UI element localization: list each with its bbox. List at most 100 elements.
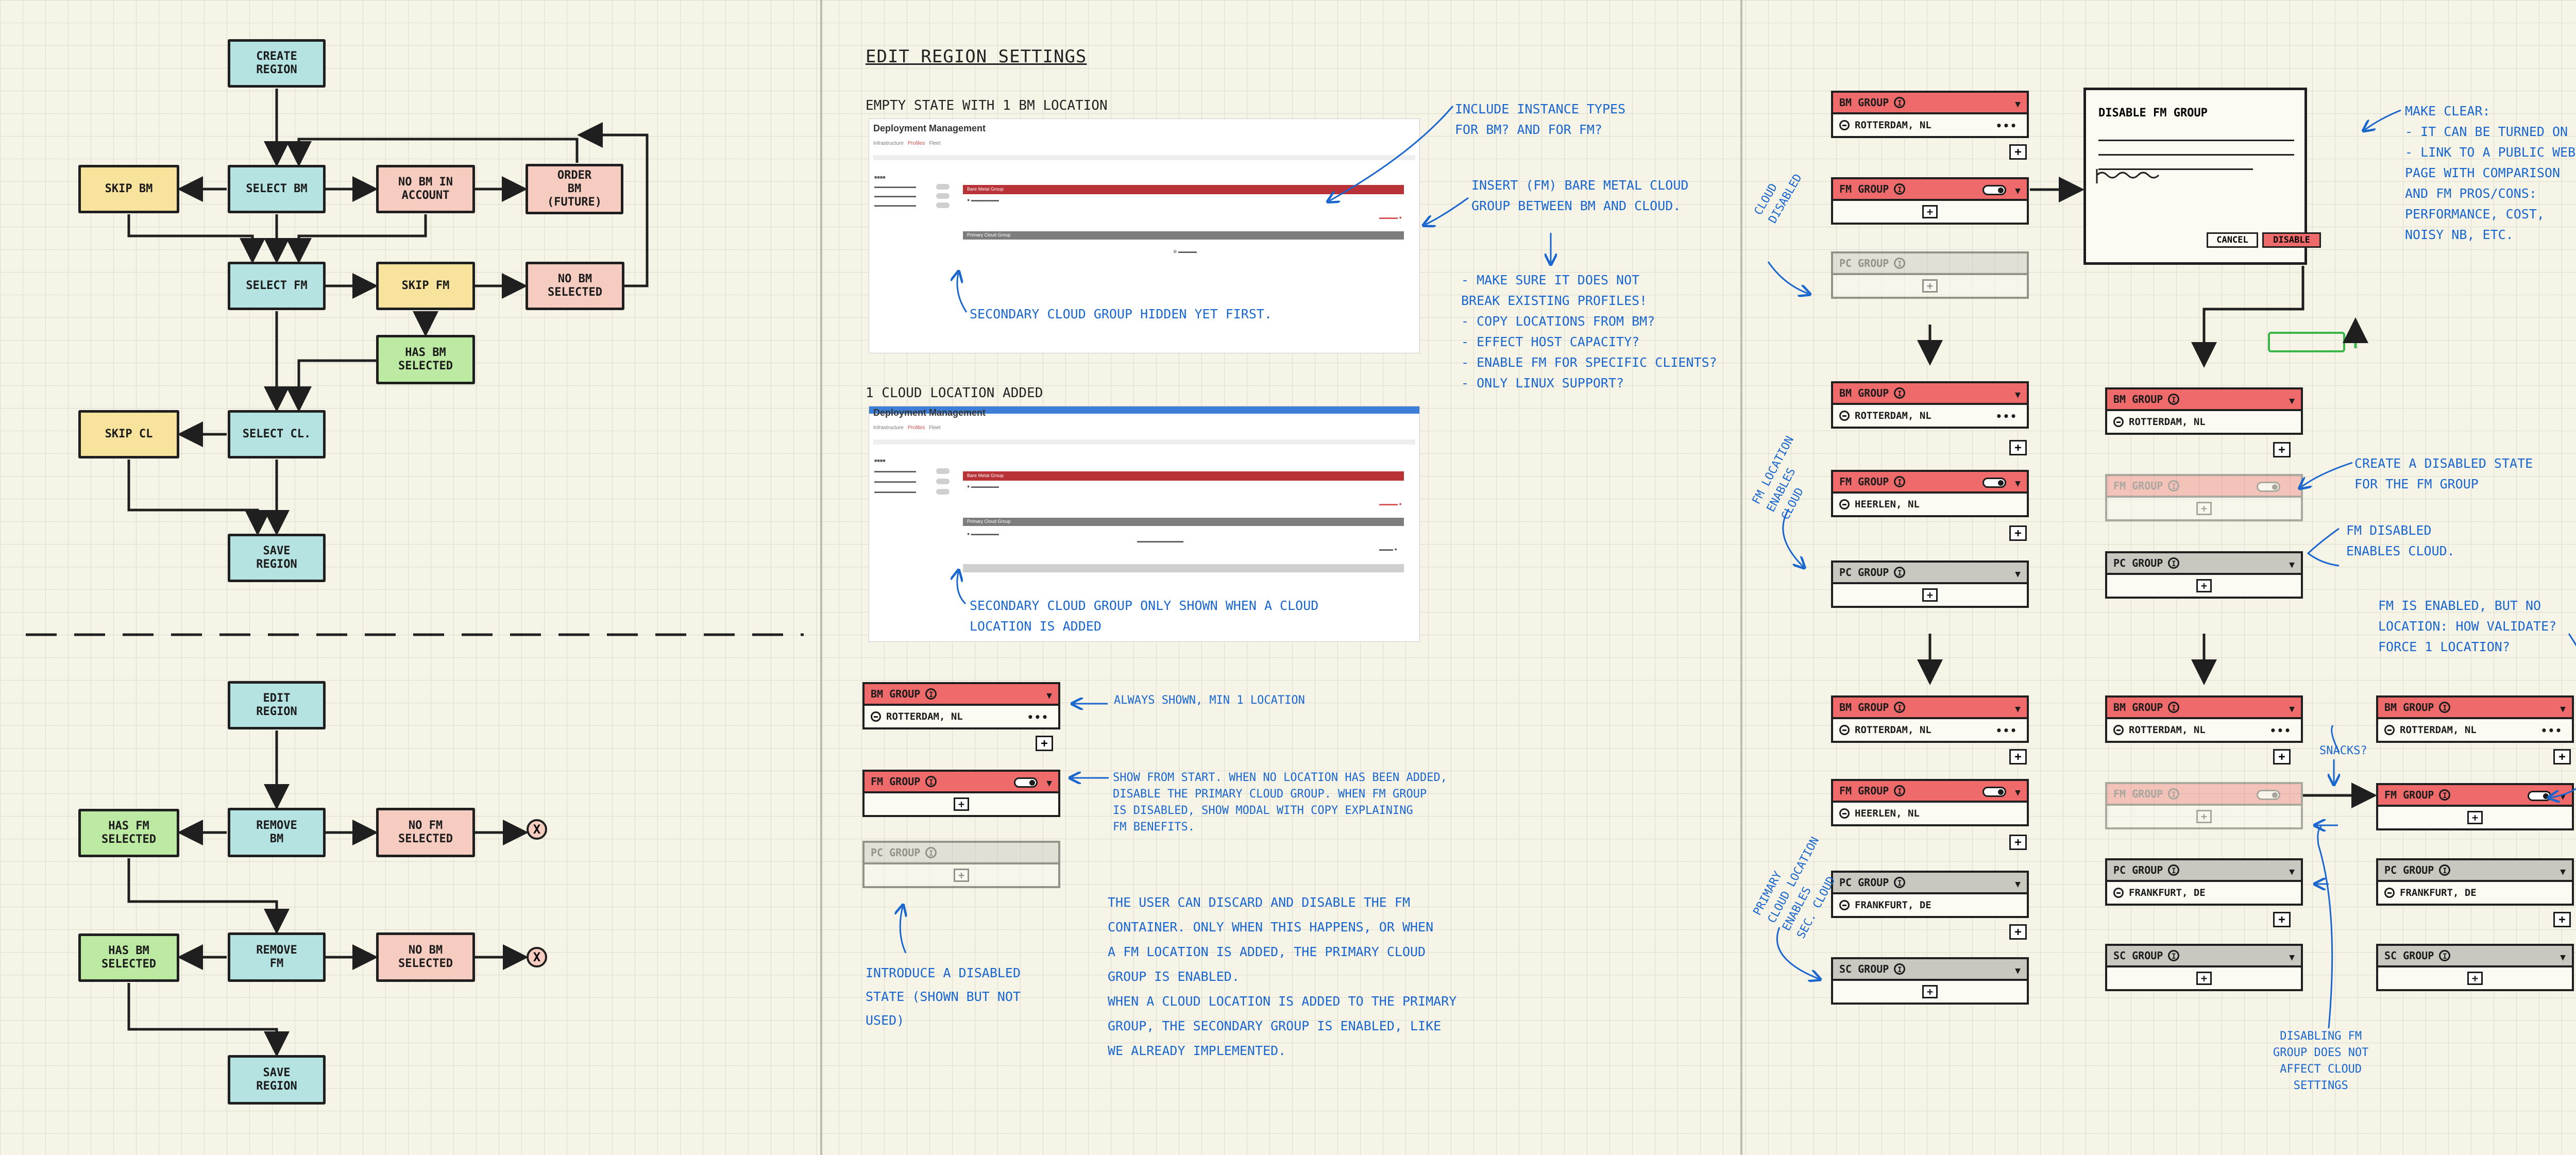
- remove-icon[interactable]: [1839, 808, 1850, 819]
- more-icon[interactable]: •••: [2540, 724, 2563, 737]
- bm-group-header[interactable]: BM GROUPi▼: [2105, 695, 2303, 719]
- chevron-down-icon[interactable]: ▼: [2560, 704, 2566, 715]
- add-location-button[interactable]: +: [1922, 205, 1938, 218]
- add-location-button[interactable]: +: [2009, 144, 2027, 160]
- toggle-switch[interactable]: [2257, 482, 2280, 492]
- pc-group-header[interactable]: PC GROUPi▼: [1831, 560, 2029, 584]
- info-icon[interactable]: i: [2439, 950, 2451, 961]
- toggle-switch[interactable]: [1982, 185, 2006, 195]
- add-location-button[interactable]: +: [2196, 579, 2212, 592]
- chevron-down-icon[interactable]: ▼: [2015, 185, 2021, 196]
- add-location-button[interactable]: +: [2273, 442, 2291, 457]
- more-icon[interactable]: •••: [1995, 120, 2018, 132]
- add-location-button[interactable]: +: [2273, 912, 2291, 927]
- cancel-button[interactable]: CANCEL: [2207, 232, 2258, 248]
- chevron-down-icon[interactable]: ▼: [2015, 478, 2021, 489]
- remove-icon[interactable]: [2113, 888, 2124, 898]
- chevron-down-icon[interactable]: ▼: [2560, 867, 2566, 877]
- chevron-down-icon[interactable]: ▼: [2289, 559, 2295, 570]
- chevron-down-icon[interactable]: ▼: [2289, 952, 2295, 963]
- toggle-switch[interactable]: [2528, 791, 2551, 801]
- info-icon[interactable]: i: [1894, 877, 1906, 888]
- pc-group-header[interactable]: PC GROUPi▼: [2376, 858, 2574, 882]
- fm-group-header[interactable]: FM GROUPi▼: [2376, 783, 2574, 807]
- chevron-down-icon[interactable]: ▼: [2015, 704, 2021, 715]
- chevron-down-icon[interactable]: ▼: [2560, 791, 2566, 802]
- remove-icon[interactable]: [1839, 411, 1850, 421]
- info-icon[interactable]: i: [1894, 702, 1906, 713]
- info-icon[interactable]: i: [2168, 557, 2180, 569]
- info-icon[interactable]: i: [1894, 476, 1906, 487]
- chevron-down-icon[interactable]: ▼: [1046, 778, 1052, 789]
- chevron-down-icon[interactable]: ▼: [2015, 879, 2021, 890]
- fm-group-header[interactable]: FM GROUPi▼: [1831, 470, 2029, 494]
- info-icon[interactable]: i: [1894, 183, 1906, 195]
- more-icon[interactable]: •••: [1995, 410, 2018, 422]
- bm-group-header[interactable]: BM GROUPi▼: [862, 682, 1060, 706]
- chevron-down-icon[interactable]: ▼: [2015, 99, 2021, 110]
- add-location-button[interactable]: +: [2273, 749, 2291, 765]
- chevron-down-icon[interactable]: ▼: [2289, 396, 2295, 406]
- more-icon[interactable]: •••: [1027, 711, 1049, 723]
- info-icon[interactable]: i: [2168, 950, 2180, 961]
- sc-group-header[interactable]: SC GROUPi▼: [2376, 944, 2574, 967]
- chevron-down-icon[interactable]: ▼: [2015, 569, 2021, 580]
- chevron-down-icon[interactable]: ▼: [1046, 690, 1052, 701]
- add-location-button[interactable]: +: [2009, 440, 2027, 455]
- info-icon[interactable]: i: [1894, 785, 1906, 796]
- disable-button[interactable]: DISABLE: [2262, 232, 2321, 248]
- fm-group-header[interactable]: FM GROUPi▼: [1831, 779, 2029, 803]
- pc-group-header[interactable]: PC GROUPi▼: [2105, 858, 2303, 882]
- chevron-down-icon[interactable]: ▼: [2015, 965, 2021, 976]
- chevron-down-icon[interactable]: ▼: [2015, 787, 2021, 798]
- info-icon[interactable]: i: [2439, 702, 2451, 713]
- remove-icon[interactable]: [2384, 888, 2395, 898]
- remove-icon[interactable]: [2113, 417, 2124, 427]
- remove-icon[interactable]: [2113, 725, 2124, 735]
- chevron-down-icon[interactable]: ▼: [2289, 867, 2295, 877]
- toggle-switch[interactable]: [1982, 478, 2006, 488]
- remove-icon[interactable]: [1839, 725, 1850, 735]
- fm-group-header[interactable]: FM GROUPi: [2105, 782, 2303, 806]
- toggle-switch[interactable]: [1014, 777, 1038, 788]
- add-location-button[interactable]: +: [2009, 525, 2027, 541]
- bm-group-header[interactable]: BM GROUPi▼: [2105, 387, 2303, 411]
- add-location-button[interactable]: +: [1036, 736, 1053, 751]
- add-location-button[interactable]: +: [2009, 924, 2027, 940]
- info-icon[interactable]: i: [2439, 864, 2451, 876]
- bm-group-header[interactable]: BM GROUPi▼: [2376, 695, 2574, 719]
- add-location-button[interactable]: +: [954, 797, 969, 811]
- info-icon[interactable]: i: [2168, 864, 2180, 876]
- chevron-down-icon[interactable]: ▼: [2289, 704, 2295, 715]
- pc-group-header[interactable]: PC GROUPi▼: [1831, 871, 2029, 894]
- info-icon[interactable]: i: [925, 776, 937, 787]
- remove-icon[interactable]: [1839, 499, 1850, 509]
- remove-icon[interactable]: [1839, 900, 1850, 910]
- add-location-button[interactable]: +: [2553, 749, 2571, 765]
- fm-group-header[interactable]: FM GROUPi▼: [862, 770, 1060, 793]
- add-location-button[interactable]: +: [2009, 749, 2027, 765]
- sc-group-header[interactable]: SC GROUPi▼: [2105, 944, 2303, 967]
- add-location-button[interactable]: +: [2467, 811, 2483, 824]
- fm-group-header[interactable]: FM GROUPi▼: [1831, 177, 2029, 201]
- info-icon[interactable]: i: [1894, 963, 1906, 975]
- info-icon[interactable]: i: [1894, 97, 1906, 108]
- sc-group-header[interactable]: SC GROUPi▼: [1831, 957, 2029, 981]
- add-location-button[interactable]: +: [2009, 835, 2027, 850]
- bm-group-header[interactable]: BM GROUPi▼: [1831, 91, 2029, 114]
- add-location-button[interactable]: +: [1922, 588, 1938, 602]
- fm-group-header[interactable]: FM GROUPi: [2105, 474, 2303, 498]
- add-location-button[interactable]: +: [2196, 972, 2212, 985]
- info-icon[interactable]: i: [1894, 387, 1906, 399]
- info-icon[interactable]: i: [2168, 702, 2180, 713]
- more-icon[interactable]: •••: [2269, 724, 2292, 737]
- info-icon[interactable]: i: [2439, 789, 2451, 801]
- info-icon[interactable]: i: [2168, 394, 2180, 405]
- toggle-switch[interactable]: [1982, 787, 2006, 797]
- chevron-down-icon[interactable]: ▼: [2015, 389, 2021, 400]
- remove-icon[interactable]: [871, 711, 881, 722]
- chevron-down-icon[interactable]: ▼: [2560, 952, 2566, 963]
- bm-group-header[interactable]: BM GROUPi▼: [1831, 381, 2029, 405]
- pc-group-header[interactable]: PC GROUPi▼: [2105, 551, 2303, 575]
- bm-group-header[interactable]: BM GROUPi▼: [1831, 695, 2029, 719]
